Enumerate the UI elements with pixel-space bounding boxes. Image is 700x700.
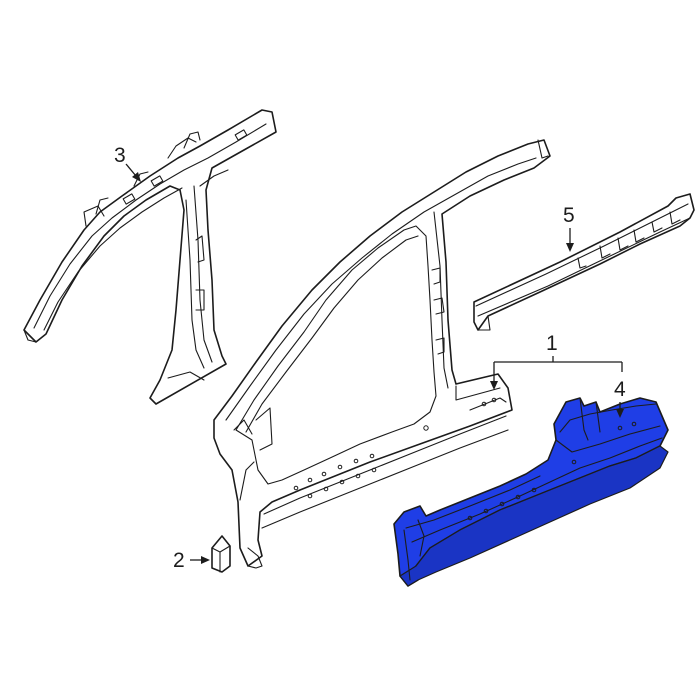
- callout-2: 2: [173, 549, 210, 572]
- callout-5-label: 5: [563, 204, 575, 227]
- callout-4-label: 4: [614, 378, 626, 401]
- callout-3: 3: [114, 144, 141, 182]
- part-2-bracket[interactable]: [211, 535, 231, 573]
- callout-4: 4: [614, 378, 626, 418]
- callout-2-label: 2: [173, 549, 185, 572]
- callout-5: 5: [563, 204, 575, 252]
- part-3-pillar-reinforcement[interactable]: [23, 109, 277, 405]
- callout-1: 1: [490, 332, 623, 390]
- body-side-panel: [213, 139, 551, 569]
- part-5-rail[interactable]: [473, 193, 695, 331]
- callout-3-label: 3: [114, 144, 126, 167]
- callout-1-label: 1: [546, 332, 558, 355]
- part-4-rocker-panel[interactable]: [393, 397, 669, 587]
